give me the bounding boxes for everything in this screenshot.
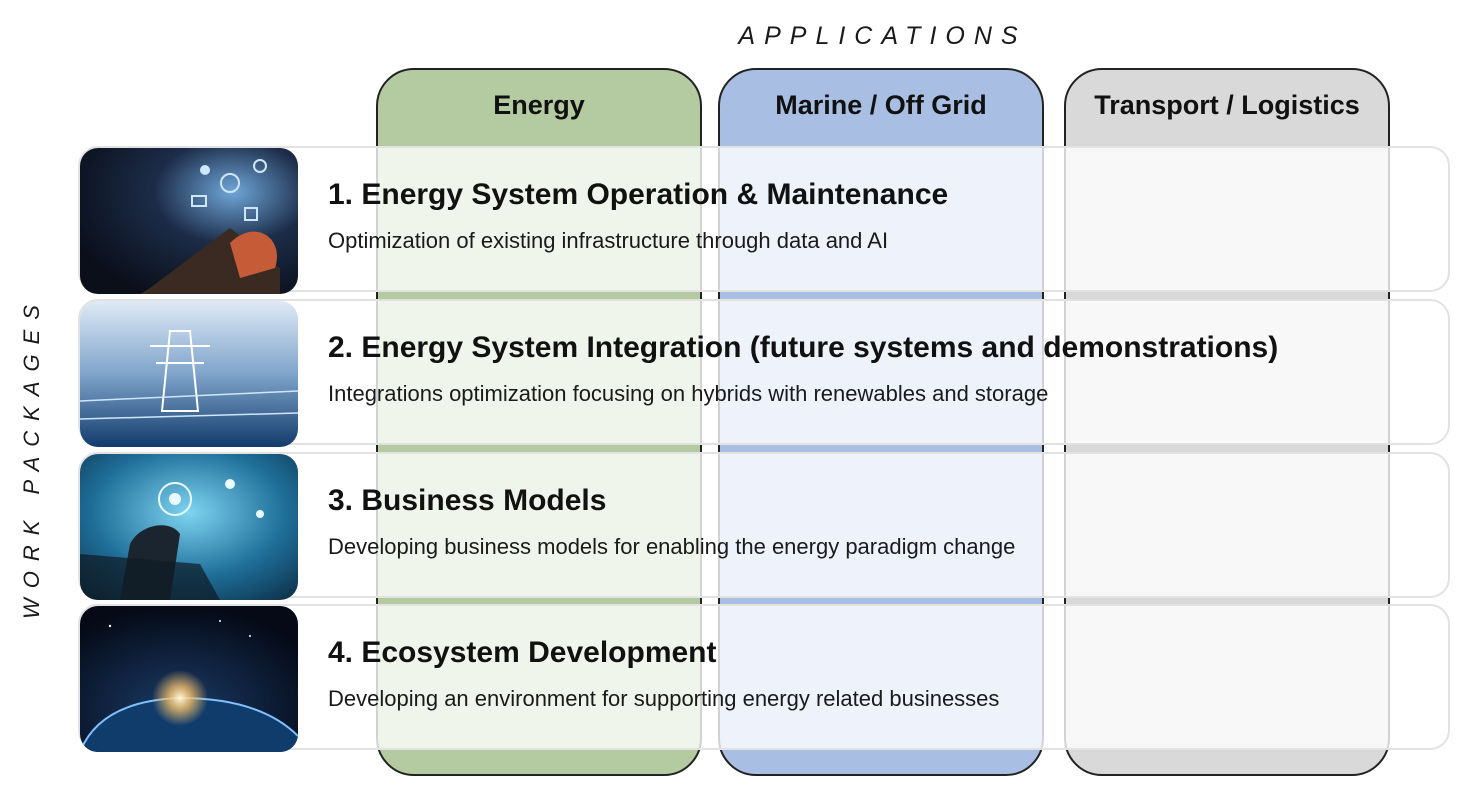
- work-package-2: 2. Energy System Integration (future sys…: [78, 299, 1450, 447]
- applications-heading: APPLICATIONS: [738, 22, 1027, 50]
- work-package-3-description: Developing business models for enabling …: [328, 534, 1016, 559]
- earth-sunrise-image: [80, 606, 298, 752]
- work-package-4-description: Developing an environment for supporting…: [328, 686, 1000, 711]
- touchscreen-hand-image: [80, 454, 298, 600]
- work-package-3-title: 3. Business Models: [328, 484, 607, 517]
- work-package-1-title: 1. Energy System Operation & Maintenance: [328, 178, 949, 211]
- work-packages-heading: WORK PACKAGES: [19, 295, 44, 619]
- work-package-4-title: 4. Ecosystem Development: [328, 636, 717, 669]
- work-package-4: 4. Ecosystem Development Developing an e…: [78, 604, 1450, 752]
- digital-tablet-icons-image: [80, 148, 298, 294]
- power-grid-pylon-image: [80, 301, 298, 447]
- column-marine-off-grid-label: Marine / Off Grid: [775, 90, 987, 120]
- work-package-3: 3. Business Models Developing business m…: [78, 452, 1450, 600]
- work-package-1: 1. Energy System Operation & Maintenance…: [78, 146, 1450, 294]
- work-package-1-description: Optimization of existing infrastructure …: [328, 228, 889, 253]
- work-package-2-description: Integrations optimization focusing on hy…: [328, 381, 1049, 406]
- work-package-2-title: 2. Energy System Integration (future sys…: [328, 331, 1279, 364]
- column-energy-label: Energy: [493, 90, 585, 120]
- column-transport-logistics-label: Transport / Logistics: [1094, 90, 1360, 120]
